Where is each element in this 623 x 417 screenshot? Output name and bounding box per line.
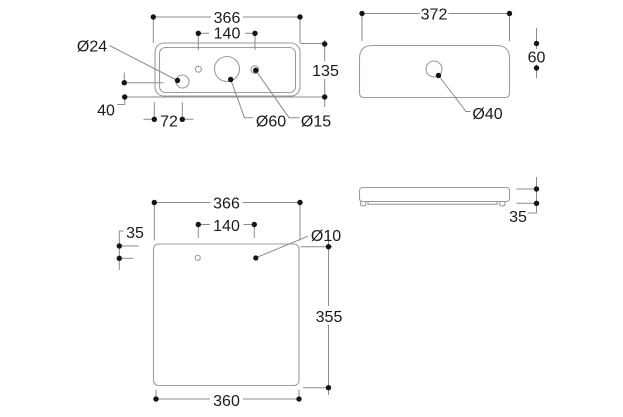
dim-label-35: 35 [509, 209, 527, 226]
front-outline [358, 44, 511, 99]
extension-lines-366 [153, 205, 301, 241]
dim-dot [251, 221, 257, 228]
tank-outline-outer [154, 42, 301, 97]
leader-dot [253, 67, 259, 74]
dim-dot [322, 41, 328, 47]
dim-label-60: 60 [528, 50, 546, 67]
hole-o15 [250, 65, 260, 74]
dim-dot [179, 116, 185, 123]
dim-dot [533, 40, 540, 47]
dim-label-o10: Ø10 [311, 228, 341, 245]
dim-dot [506, 10, 513, 17]
dim-dot [297, 199, 303, 206]
hole-o60 [213, 55, 241, 83]
dim-label-355: 355 [316, 309, 343, 326]
dim-label-360: 360 [213, 393, 240, 410]
dim-dot [150, 14, 156, 20]
extension-lines-372 [361, 16, 510, 41]
dim-label-40: 40 [97, 103, 115, 120]
leader-dot [228, 76, 234, 83]
leader-dot-o10 [253, 255, 259, 261]
lid-profile [358, 186, 511, 203]
hole-small-left [194, 65, 202, 73]
dim-dot [325, 385, 332, 391]
dim-line-35 [118, 230, 124, 270]
dim-dot [116, 243, 123, 249]
dim-dot [296, 396, 302, 402]
leader-o15 [255, 70, 300, 119]
dim-dot [195, 221, 201, 228]
dim-label-o40: Ø40 [472, 106, 502, 123]
extension-lines-140 [197, 226, 255, 238]
dim-dot [322, 94, 328, 100]
dim-dot [359, 10, 365, 17]
dim-label-o24: Ø24 [77, 39, 107, 56]
label-connector-40 [117, 98, 126, 105]
leader-o40 [438, 75, 471, 112]
lid-foot-left [359, 200, 367, 207]
extension-lines-360 [155, 389, 300, 397]
dim-dot [533, 65, 540, 71]
dim-dot [533, 200, 540, 206]
dim-label-140: 140 [213, 218, 240, 235]
extension-lines-35 [516, 188, 537, 204]
dim-label-o60: Ø60 [256, 114, 286, 131]
dim-dot [195, 30, 201, 36]
extension-lines-366 [152, 19, 301, 43]
tank-outline-inner [158, 46, 297, 94]
leader-dot [174, 77, 181, 84]
dim-label-140: 140 [214, 26, 241, 43]
dim-label-372: 372 [421, 7, 448, 24]
hole-o40 [425, 60, 443, 78]
dim-label-35: 35 [126, 225, 144, 242]
dim-label-366: 366 [214, 10, 241, 27]
dim-dot [325, 244, 332, 250]
dim-dot [297, 14, 303, 20]
bottom-view: 366 140 35 Ø10 355 360 [116, 196, 343, 410]
front-view: 372 60 Ø40 [358, 7, 546, 123]
bottom-outline [152, 243, 300, 387]
extension-lines-72 [153, 102, 183, 120]
dim-label-72: 72 [160, 114, 178, 131]
dim-dot [252, 30, 258, 36]
top-view: 366 140 Ø24 135 40 72 Ø60 Ø15 [77, 10, 339, 131]
hole-centerline-left [123, 72, 164, 84]
dim-dot [116, 255, 123, 261]
dim-label-o15: Ø15 [301, 114, 331, 131]
dim-dot [533, 186, 540, 192]
lid-lip [367, 200, 498, 205]
hole-small [194, 254, 201, 261]
extension-ticks-35 [120, 245, 139, 259]
dim-label-366: 366 [213, 196, 240, 213]
dim-dot [151, 116, 157, 123]
dim-dot [122, 94, 128, 100]
extension-lines-140 [197, 35, 256, 50]
dim-label-135: 135 [312, 63, 339, 80]
dim-dot [151, 199, 157, 206]
dim-dot [153, 396, 159, 402]
leader-o60 [230, 79, 253, 119]
leader-dot [435, 72, 442, 79]
side-view: 35 [358, 177, 540, 226]
leader-o24 [109, 45, 178, 81]
dim-dot [121, 80, 128, 86]
lid-foot-right [499, 200, 506, 207]
leader-o10 [257, 235, 309, 258]
